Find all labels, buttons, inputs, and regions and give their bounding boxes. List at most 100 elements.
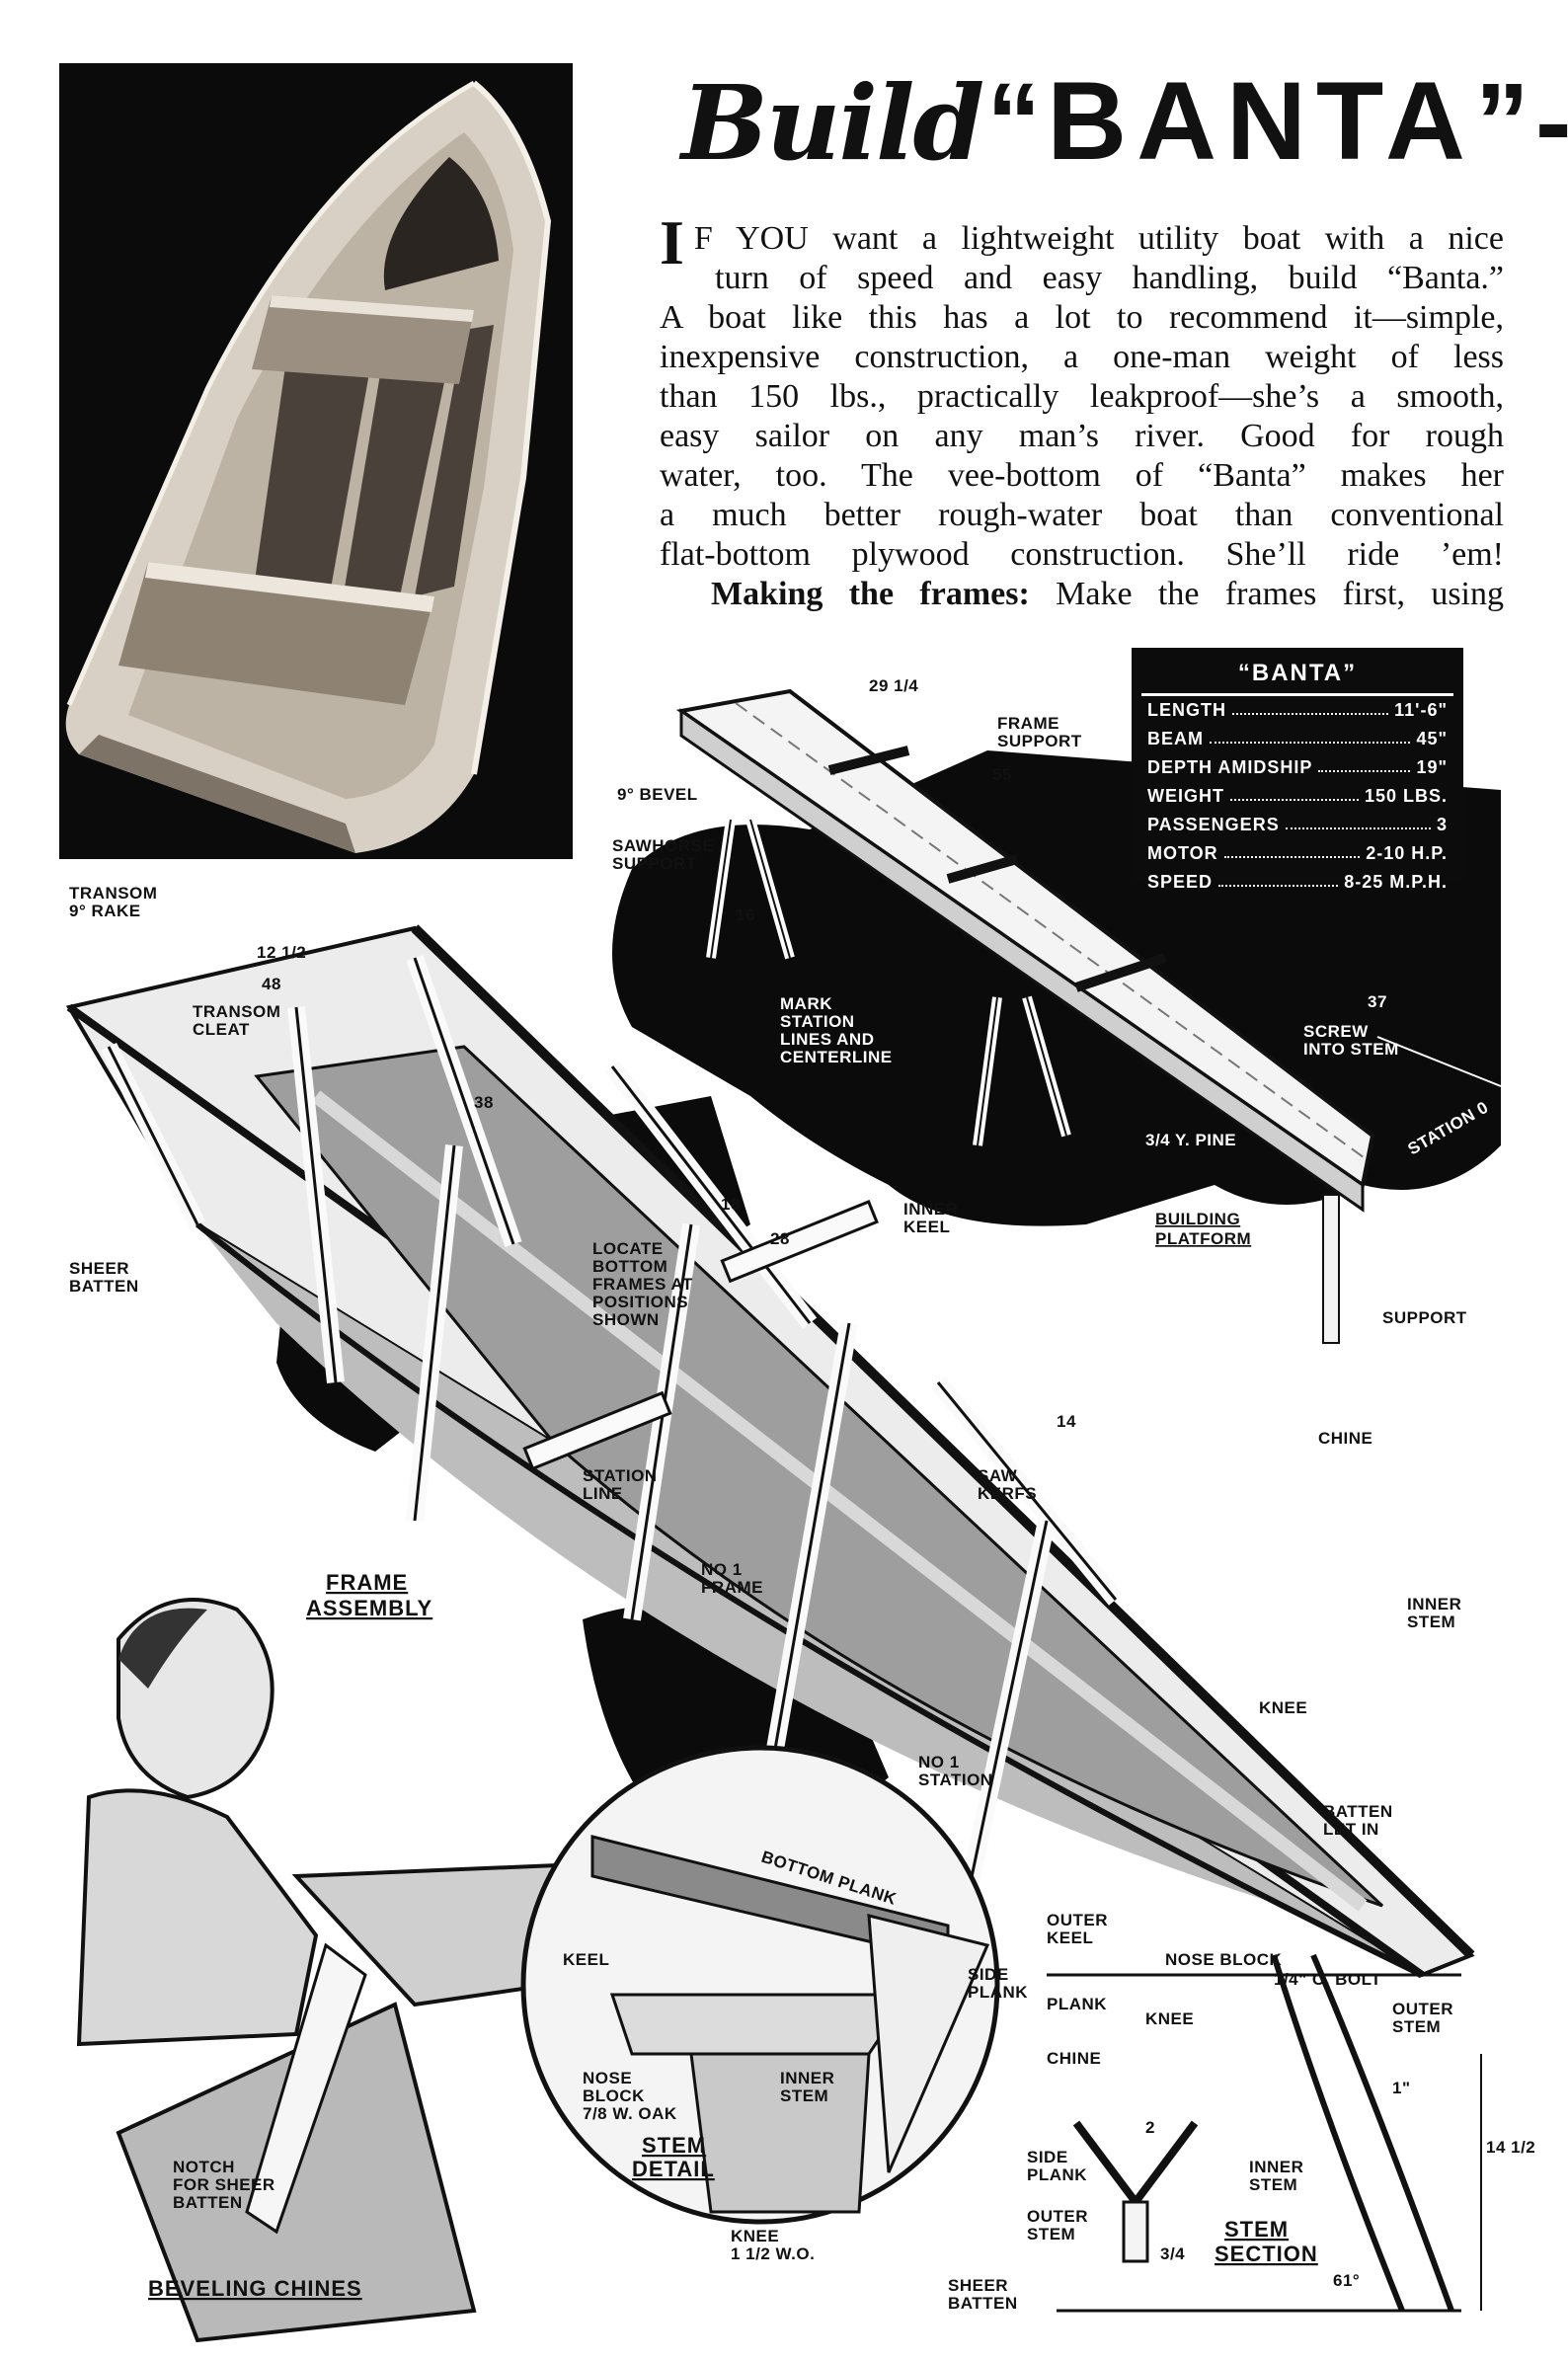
label-inner-stem-3: INNER (1249, 2158, 1303, 2176)
title-name: BANTA (1047, 59, 1475, 183)
label-inner-keel-1: INNER (903, 1200, 958, 1219)
label-c-bolt: 1/4" C. BOLT (1274, 1970, 1381, 1989)
article-body: I F YOU want a lightweight utility boat … (660, 207, 1504, 614)
dim-3-4: 3/4 (1160, 2244, 1185, 2263)
label-stem-section-2: SECTION (1215, 2242, 1318, 2266)
spec-label: WEIGHT (1147, 786, 1224, 806)
label-knee-2: KNEE (1145, 2009, 1194, 2028)
label-mark-station-3: LINES AND (780, 1030, 875, 1049)
label-mark-station-1: MARK (780, 994, 832, 1013)
label-no1-station-2: STATION (918, 1771, 993, 1789)
label-support: SUPPORT (1382, 1308, 1467, 1327)
article-last-line: Making the frames: Make the frames first… (660, 575, 1504, 614)
drop-cap: I (660, 207, 684, 277)
label-frame-assembly-2: ASSEMBLY (306, 1596, 432, 1620)
label-chine: CHINE (1318, 1429, 1372, 1448)
label-batten-let-in-2: LET IN (1323, 1820, 1379, 1839)
title-open-quote: “ (986, 61, 1048, 183)
spec-row: SPEED 8-25 M.P.H. (1132, 868, 1463, 897)
label-side-plank-1: SIDE (968, 1965, 1009, 1984)
label-plank: PLANK (1047, 1995, 1107, 2013)
label-side-plank-2: PLANK (968, 1983, 1028, 2002)
dim-29: 29 1/4 (869, 676, 918, 695)
spec-value: 11'-6" (1394, 700, 1448, 720)
label-stem-section-1: STEM (1224, 2217, 1289, 2242)
label-stem-detail-2: DETAIL (632, 2157, 715, 2181)
label-mark-station-2: STATION (780, 1012, 855, 1031)
spec-value: 8-25 M.P.H. (1344, 872, 1448, 892)
label-transom-cleat-1: TRANSOM (193, 1002, 280, 1021)
dim-1: 1" (1392, 2079, 1411, 2097)
label-nose-block-oak-2: BLOCK (583, 2086, 645, 2105)
label-outer-keel-2: KEEL (1047, 1928, 1093, 1947)
label-mark-station-4: CENTERLINE (780, 1048, 893, 1066)
label-transom-rake-2: 9° RAKE (69, 902, 141, 920)
dim-16: 16 (736, 905, 755, 924)
dim-14-5: 14 1/2 (1486, 2138, 1535, 2157)
title-close: ”- (1474, 61, 1568, 183)
label-sawhorse-2: SUPPORT (612, 854, 697, 873)
spec-label: MOTOR (1147, 843, 1218, 863)
dim-55: 55 (992, 765, 1012, 784)
label-frame-assembly-1: FRAME (326, 1570, 408, 1595)
title-build: Build (681, 62, 984, 184)
dim-18: 18 (721, 1195, 741, 1214)
dim-38: 38 (474, 1093, 494, 1112)
dim-37: 37 (1368, 992, 1387, 1011)
label-side-plank-4: PLANK (1027, 2165, 1087, 2184)
label-inner-stem-detail-2: STEM (780, 2086, 828, 2105)
article-line: flat-bottom plywood construction. She’ll… (660, 536, 1504, 573)
frame-assembly (65, 924, 1475, 1979)
spec-label: LENGTH (1147, 700, 1226, 720)
label-locate-2: BOTTOM (592, 1257, 667, 1276)
label-saw-kerfs-1: SAW (978, 1466, 1018, 1485)
spec-label: BEAM (1147, 729, 1204, 748)
label-bevel: 9° BEVEL (617, 785, 698, 804)
spec-row: LENGTH 11'-6" (1132, 696, 1463, 725)
spec-label: SPEED (1147, 872, 1214, 892)
dim-2: 2 (1145, 2118, 1155, 2137)
stem-detail-circle (520, 1745, 1000, 2225)
label-no1-frame-2: FRAME (701, 1578, 763, 1597)
label-locate-1: LOCATE (592, 1239, 664, 1258)
article-line: turn of speed and easy handling, build “… (715, 260, 1504, 296)
label-notch-1: NOTCH (173, 2158, 235, 2176)
label-no1-frame-1: NO 1 (701, 1560, 743, 1579)
spec-value: 3 (1436, 815, 1448, 834)
label-building-platform-1: BUILDING (1155, 1210, 1240, 1228)
label-keel: KEEL (563, 1950, 609, 1969)
label-station-line-2: LINE (583, 1484, 623, 1503)
label-locate-4: POSITIONS (592, 1293, 688, 1311)
article-line: than 150 lbs., practically leakproof—she… (660, 378, 1504, 415)
dim-61: 61° (1333, 2271, 1360, 2290)
label-knee: KNEE (1259, 1698, 1307, 1717)
label-transom-rake-1: TRANSOM (69, 884, 157, 903)
building-platform (675, 688, 1502, 1344)
label-inner-stem-detail-1: INNER (780, 2069, 834, 2087)
label-stem-detail-1: STEM (642, 2133, 706, 2158)
label-saw-kerfs-2: KERFS (978, 1484, 1037, 1503)
label-beveling-chines: BEVELING CHINES (148, 2276, 362, 2301)
spec-row: WEIGHT 150 LBS. (1132, 782, 1463, 811)
article-line: easy sailor on any man’s river. Good for… (660, 418, 1504, 454)
article-line: A boat like this has a lot to recommend … (660, 299, 1504, 336)
spec-value: 150 LBS. (1364, 786, 1448, 806)
label-locate-3: FRAMES AT (592, 1275, 693, 1294)
label-sheer-batten-1: SHEER (69, 1259, 129, 1278)
label-locate-5: SHOWN (592, 1310, 660, 1329)
dim-48: 48 (262, 975, 281, 993)
label-nose-block-oak-3: 7/8 W. OAK (583, 2104, 677, 2123)
label-sheer-batten-3: SHEER (948, 2276, 1008, 2295)
dim-28: 28 (770, 1229, 790, 1248)
label-knee-wo-2: 1 1/2 W.O. (731, 2244, 815, 2263)
label-sheer-batten-2: BATTEN (69, 1277, 139, 1296)
boat-photo-illustration (59, 63, 573, 859)
spec-label: PASSENGERS (1147, 815, 1280, 834)
label-knee-wo-1: KNEE (731, 2227, 779, 2245)
label-inner-stem-1: INNER (1407, 1595, 1461, 1613)
spec-label: DEPTH AMIDSHIP (1147, 757, 1313, 777)
